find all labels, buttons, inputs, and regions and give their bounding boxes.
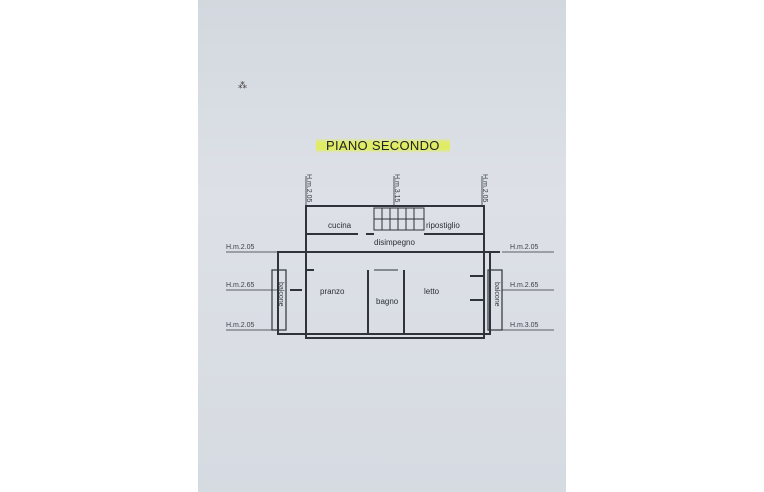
- height-right-3: H.m.3.05: [510, 322, 539, 329]
- height-left-2: H.m.2.65: [226, 282, 255, 289]
- height-top-center: H.m.3.15: [393, 174, 400, 203]
- height-left-1: H.m.2.05: [226, 244, 255, 251]
- room-label-ripostiglio: ripostiglio: [426, 221, 460, 230]
- balcony-left: [271, 269, 287, 331]
- height-right-2: H.m.2.65: [510, 282, 539, 289]
- room-label-balcone-right: balcone: [493, 282, 500, 307]
- paper-background: [198, 0, 566, 492]
- outer-wall: [305, 205, 485, 339]
- floor-title: PIANO SECONDO: [316, 138, 450, 153]
- document-sheet: ⁂ PIANO SECONDO: [198, 0, 566, 492]
- room-label-cucina: cucina: [328, 221, 352, 230]
- room-label-disimpegno: disimpegno: [374, 238, 415, 247]
- room-label-letto: letto: [424, 287, 440, 296]
- lower-rooms-wall: [277, 251, 491, 335]
- height-left-3: H.m.2.05: [226, 322, 255, 329]
- height-top-right: H.m.2.05: [481, 174, 488, 203]
- height-top-left: H.m.2.05: [305, 174, 312, 203]
- height-right-1: H.m.2.05: [510, 244, 539, 251]
- pencil-mark: ⁂: [238, 80, 247, 90]
- room-label-pranzo: pranzo: [320, 287, 345, 296]
- room-label-balcone-left: balcone: [277, 282, 284, 307]
- room-label-bagno: bagno: [376, 297, 399, 306]
- balcony-right: [487, 269, 503, 331]
- floor-plan: [226, 176, 554, 339]
